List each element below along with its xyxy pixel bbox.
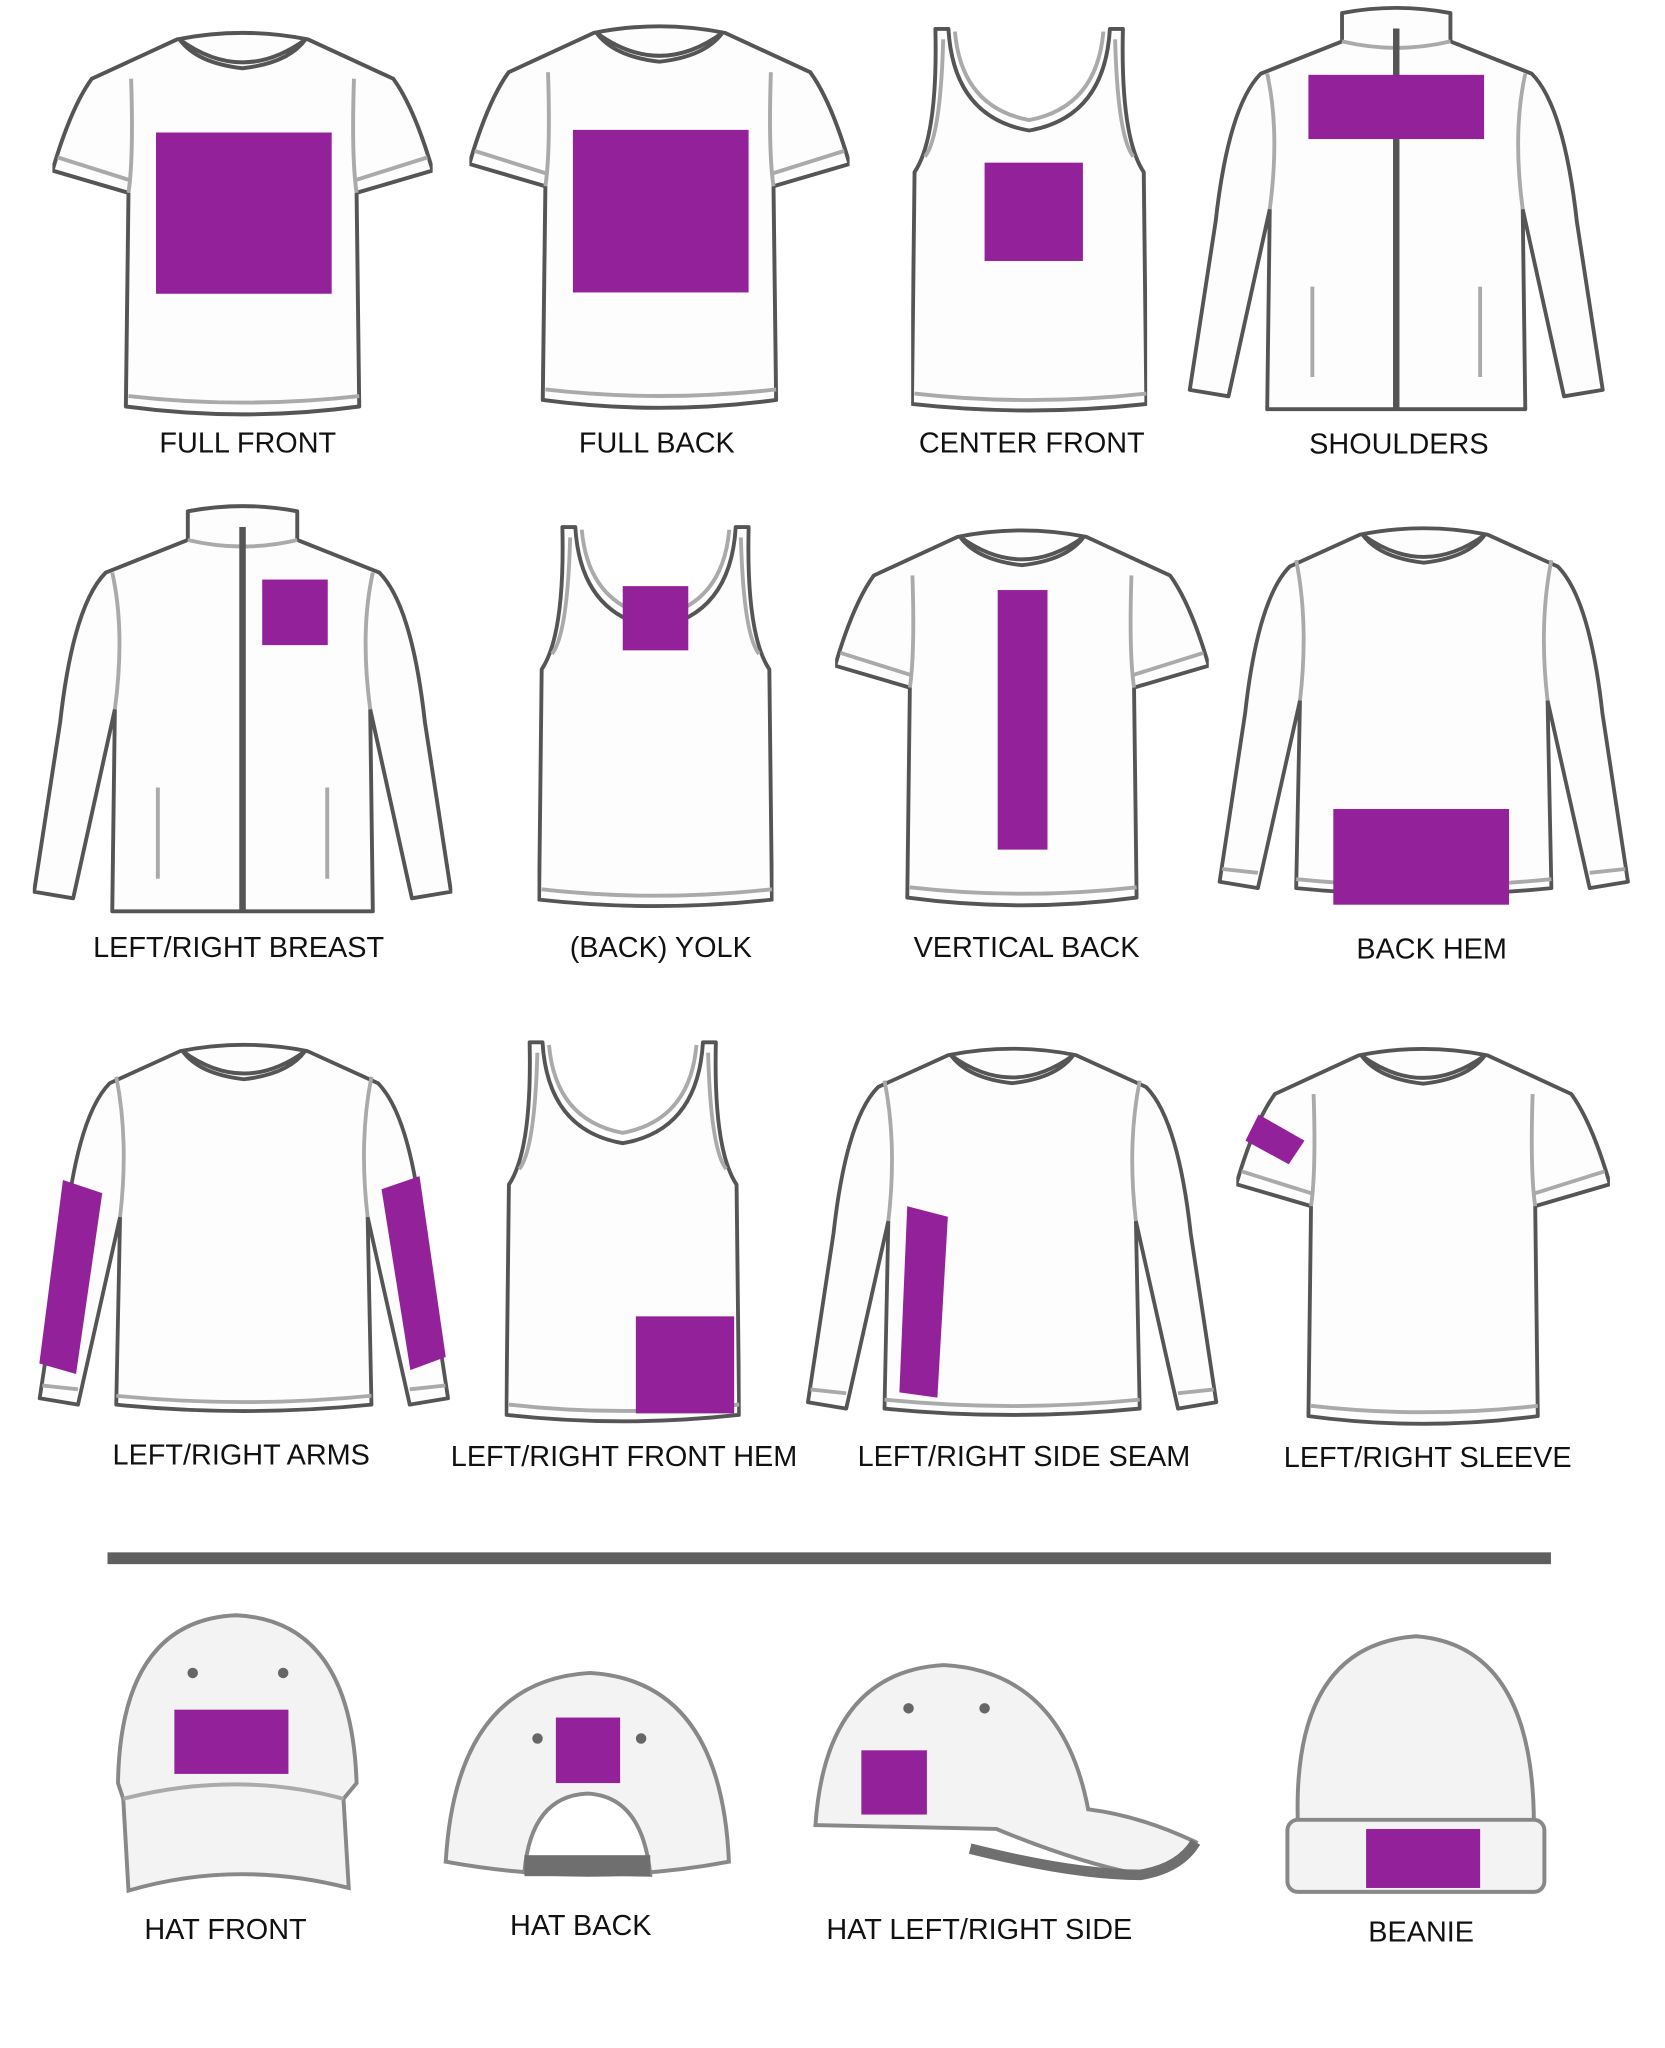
print-area-left-arm <box>39 1180 103 1375</box>
print-area <box>174 1709 289 1774</box>
label-vertical-back: VERTICAL BACK <box>914 932 1140 964</box>
headwear-hat-front: HAT FRONT <box>116 1613 359 1946</box>
print-area <box>262 579 328 646</box>
label-shoulders: SHOULDERS <box>1309 429 1488 461</box>
print-area-right-arm <box>381 1176 446 1371</box>
divider <box>107 1552 1551 1565</box>
garment-vertical-back: VERTICAL BACK <box>835 528 1209 964</box>
tank-top-outline <box>537 525 774 909</box>
jacket-outline <box>34 506 451 911</box>
garment-left-right-arms: LEFT/RIGHT ARMS <box>37 1042 450 1472</box>
label-left-right-side-seam: LEFT/RIGHT SIDE SEAM <box>858 1441 1191 1473</box>
label-left-right-breast: LEFT/RIGHT BREAST <box>93 932 384 964</box>
label-left-right-sleeve: LEFT/RIGHT SLEEVE <box>1284 1442 1572 1474</box>
long-sleeve-outline <box>1190 8 1603 409</box>
print-area <box>1308 74 1485 140</box>
print-area <box>1245 1114 1305 1165</box>
label-full-front: FULL FRONT <box>159 427 336 459</box>
garment-back-yolk: (BACK) YOLK <box>537 525 774 964</box>
headwear-hat-side: HAT LEFT/RIGHT SIDE <box>813 1663 1201 1946</box>
long-sleeve-outline <box>37 1042 450 1414</box>
headwear-hat-back: HAT BACK <box>443 1670 731 1942</box>
print-area <box>635 1316 735 1414</box>
label-full-back: FULL BACK <box>579 427 735 459</box>
label-hat-front: HAT FRONT <box>144 1914 306 1946</box>
label-back-hem: BACK HEM <box>1356 933 1507 965</box>
label-beanie: BEANIE <box>1368 1917 1474 1949</box>
print-area <box>572 129 749 293</box>
garment-left-right-sleeve: LEFT/RIGHT SLEEVE <box>1236 1046 1610 1474</box>
beanie-outline <box>1295 1634 1536 1828</box>
garment-shoulders: SHOULDERS <box>1190 8 1603 461</box>
label-center-front: CENTER FRONT <box>919 427 1145 459</box>
label-hat-left-right-side: HAT LEFT/RIGHT SIDE <box>826 1914 1132 1946</box>
label-back-yolk: (BACK) YOLK <box>570 932 752 964</box>
label-left-right-arms: LEFT/RIGHT ARMS <box>113 1440 370 1472</box>
garment-back-hem: BACK HEM <box>1217 526 1630 965</box>
print-area <box>622 586 689 651</box>
long-sleeve-outline <box>805 1046 1219 1417</box>
garment-left-right-breast: LEFT/RIGHT BREAST <box>34 506 451 964</box>
garment-left-right-front-hem: LEFT/RIGHT FRONT HEM <box>451 1040 798 1473</box>
label-left-right-front-hem: LEFT/RIGHT FRONT HEM <box>451 1441 798 1473</box>
print-area <box>156 132 332 294</box>
t-shirt-outline <box>1236 1046 1610 1426</box>
garment-left-right-side-seam: LEFT/RIGHT SIDE SEAM <box>805 1046 1219 1473</box>
print-area <box>1333 808 1509 905</box>
headwear-beanie: BEANIE <box>1285 1634 1547 1949</box>
print-area <box>861 1750 927 1815</box>
garment-full-front: FULL FRONT <box>52 30 433 459</box>
print-area <box>1366 1828 1481 1888</box>
garment-center-front: CENTER FRONT <box>911 26 1148 459</box>
label-hat-back: HAT BACK <box>510 1910 652 1942</box>
print-area <box>899 1206 948 1398</box>
print-area <box>984 162 1083 261</box>
print-area <box>997 590 1048 850</box>
garment-full-back: FULL BACK <box>469 24 850 459</box>
print-area <box>555 1717 621 1784</box>
